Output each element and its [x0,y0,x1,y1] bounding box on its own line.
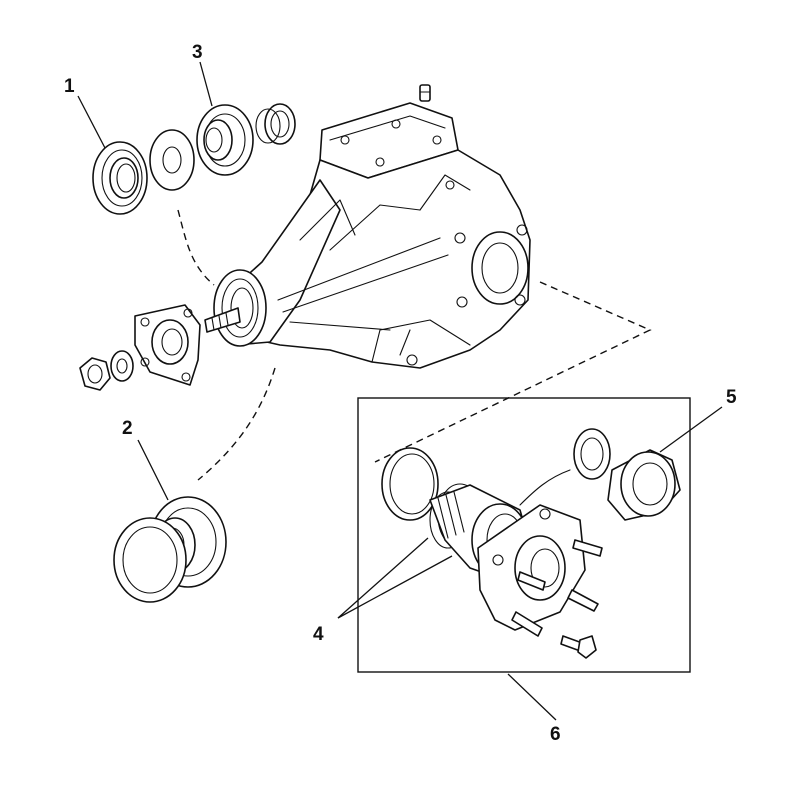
circlip-rings [381,447,483,549]
callout-2: 2 [122,418,133,439]
callout-3: 3 [192,42,203,63]
part-2-carrier-bearing [113,496,227,603]
spacer-rings [255,103,296,145]
callout-4: 4 [313,624,324,645]
pinion-flange-assembly [79,304,241,391]
hub-bolt [560,635,597,659]
callout-1: 1 [64,76,75,97]
callout-6: 6 [550,724,561,745]
thrust-washer [149,129,195,191]
leader-line-1 [77,95,106,149]
part-5-hub-bearing [573,428,681,521]
differential-housing [213,84,531,369]
leader-line-6 [507,673,557,721]
wheel-studs [511,539,603,637]
part-3-pinion-bearing [196,104,254,176]
leader-line-2 [137,439,169,501]
leader-line-3 [199,61,213,107]
leader-line-5 [659,406,723,453]
callout-5: 5 [726,387,737,408]
leader-line-4a [337,537,429,619]
part-1-oil-seal [92,141,148,215]
hub-assembly-detail-box [357,397,691,673]
leader-line-4b [337,555,453,619]
